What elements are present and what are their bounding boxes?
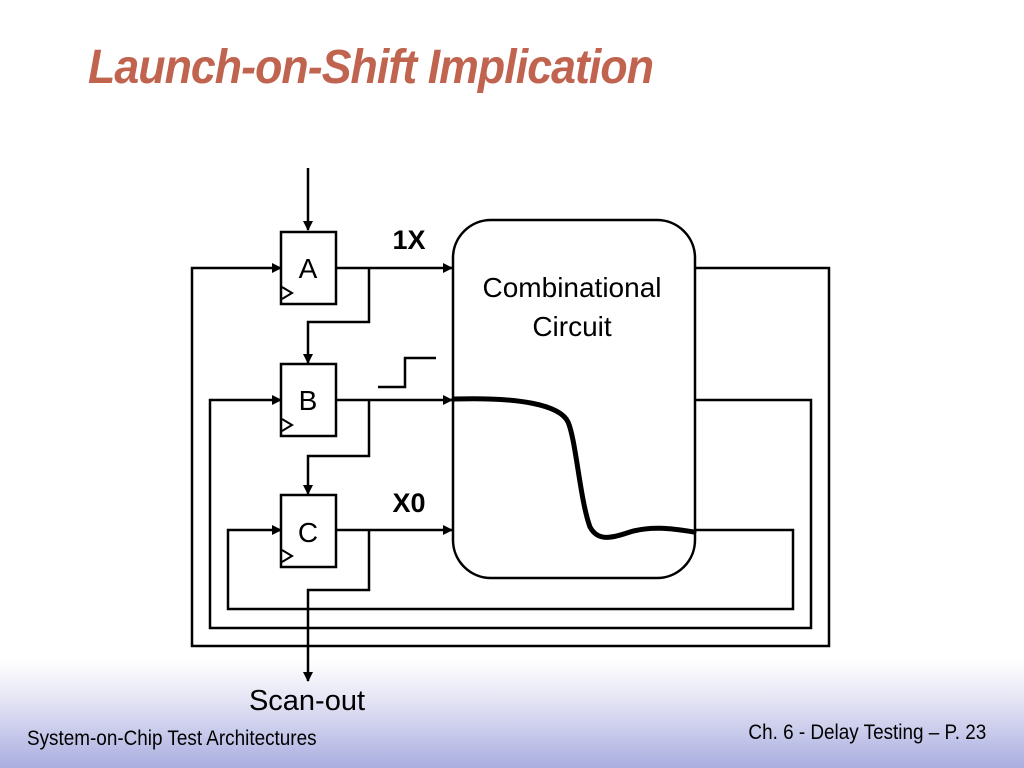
scan-path-b-to-c bbox=[303, 400, 371, 495]
footer-gradient-band bbox=[0, 660, 1024, 768]
flipflop-a-label: A bbox=[299, 253, 318, 284]
circuit-label-line2: Circuit bbox=[532, 311, 612, 342]
flipflop-b-label: B bbox=[299, 385, 318, 416]
flipflop-c: C bbox=[279, 493, 338, 569]
flipflop-b: B bbox=[279, 362, 338, 438]
rising-transition-waveform bbox=[378, 356, 436, 389]
footer-page-info: Ch. 6 - Delay Testing – P. 23 bbox=[748, 721, 986, 744]
circuit-label-line1: Combinational bbox=[483, 272, 662, 303]
footer-book-title: System-on-Chip Test Architectures bbox=[27, 727, 317, 750]
slide-title: Launch-on-Shift Implication bbox=[88, 41, 654, 94]
feedback-loop-a bbox=[190, 263, 831, 648]
label-x0: X0 bbox=[392, 488, 425, 518]
scan-path-a-to-b bbox=[303, 268, 371, 364]
feedback-loop-b bbox=[208, 395, 813, 630]
scan-out-line bbox=[303, 530, 371, 682]
label-1x: 1X bbox=[392, 225, 425, 255]
flipflop-c-label: C bbox=[298, 517, 318, 548]
scan-out-label: Scan-out bbox=[249, 685, 365, 717]
feedback-loop-c bbox=[226, 525, 795, 611]
sensitized-path bbox=[451, 396, 697, 540]
flipflop-a: A bbox=[279, 230, 338, 306]
